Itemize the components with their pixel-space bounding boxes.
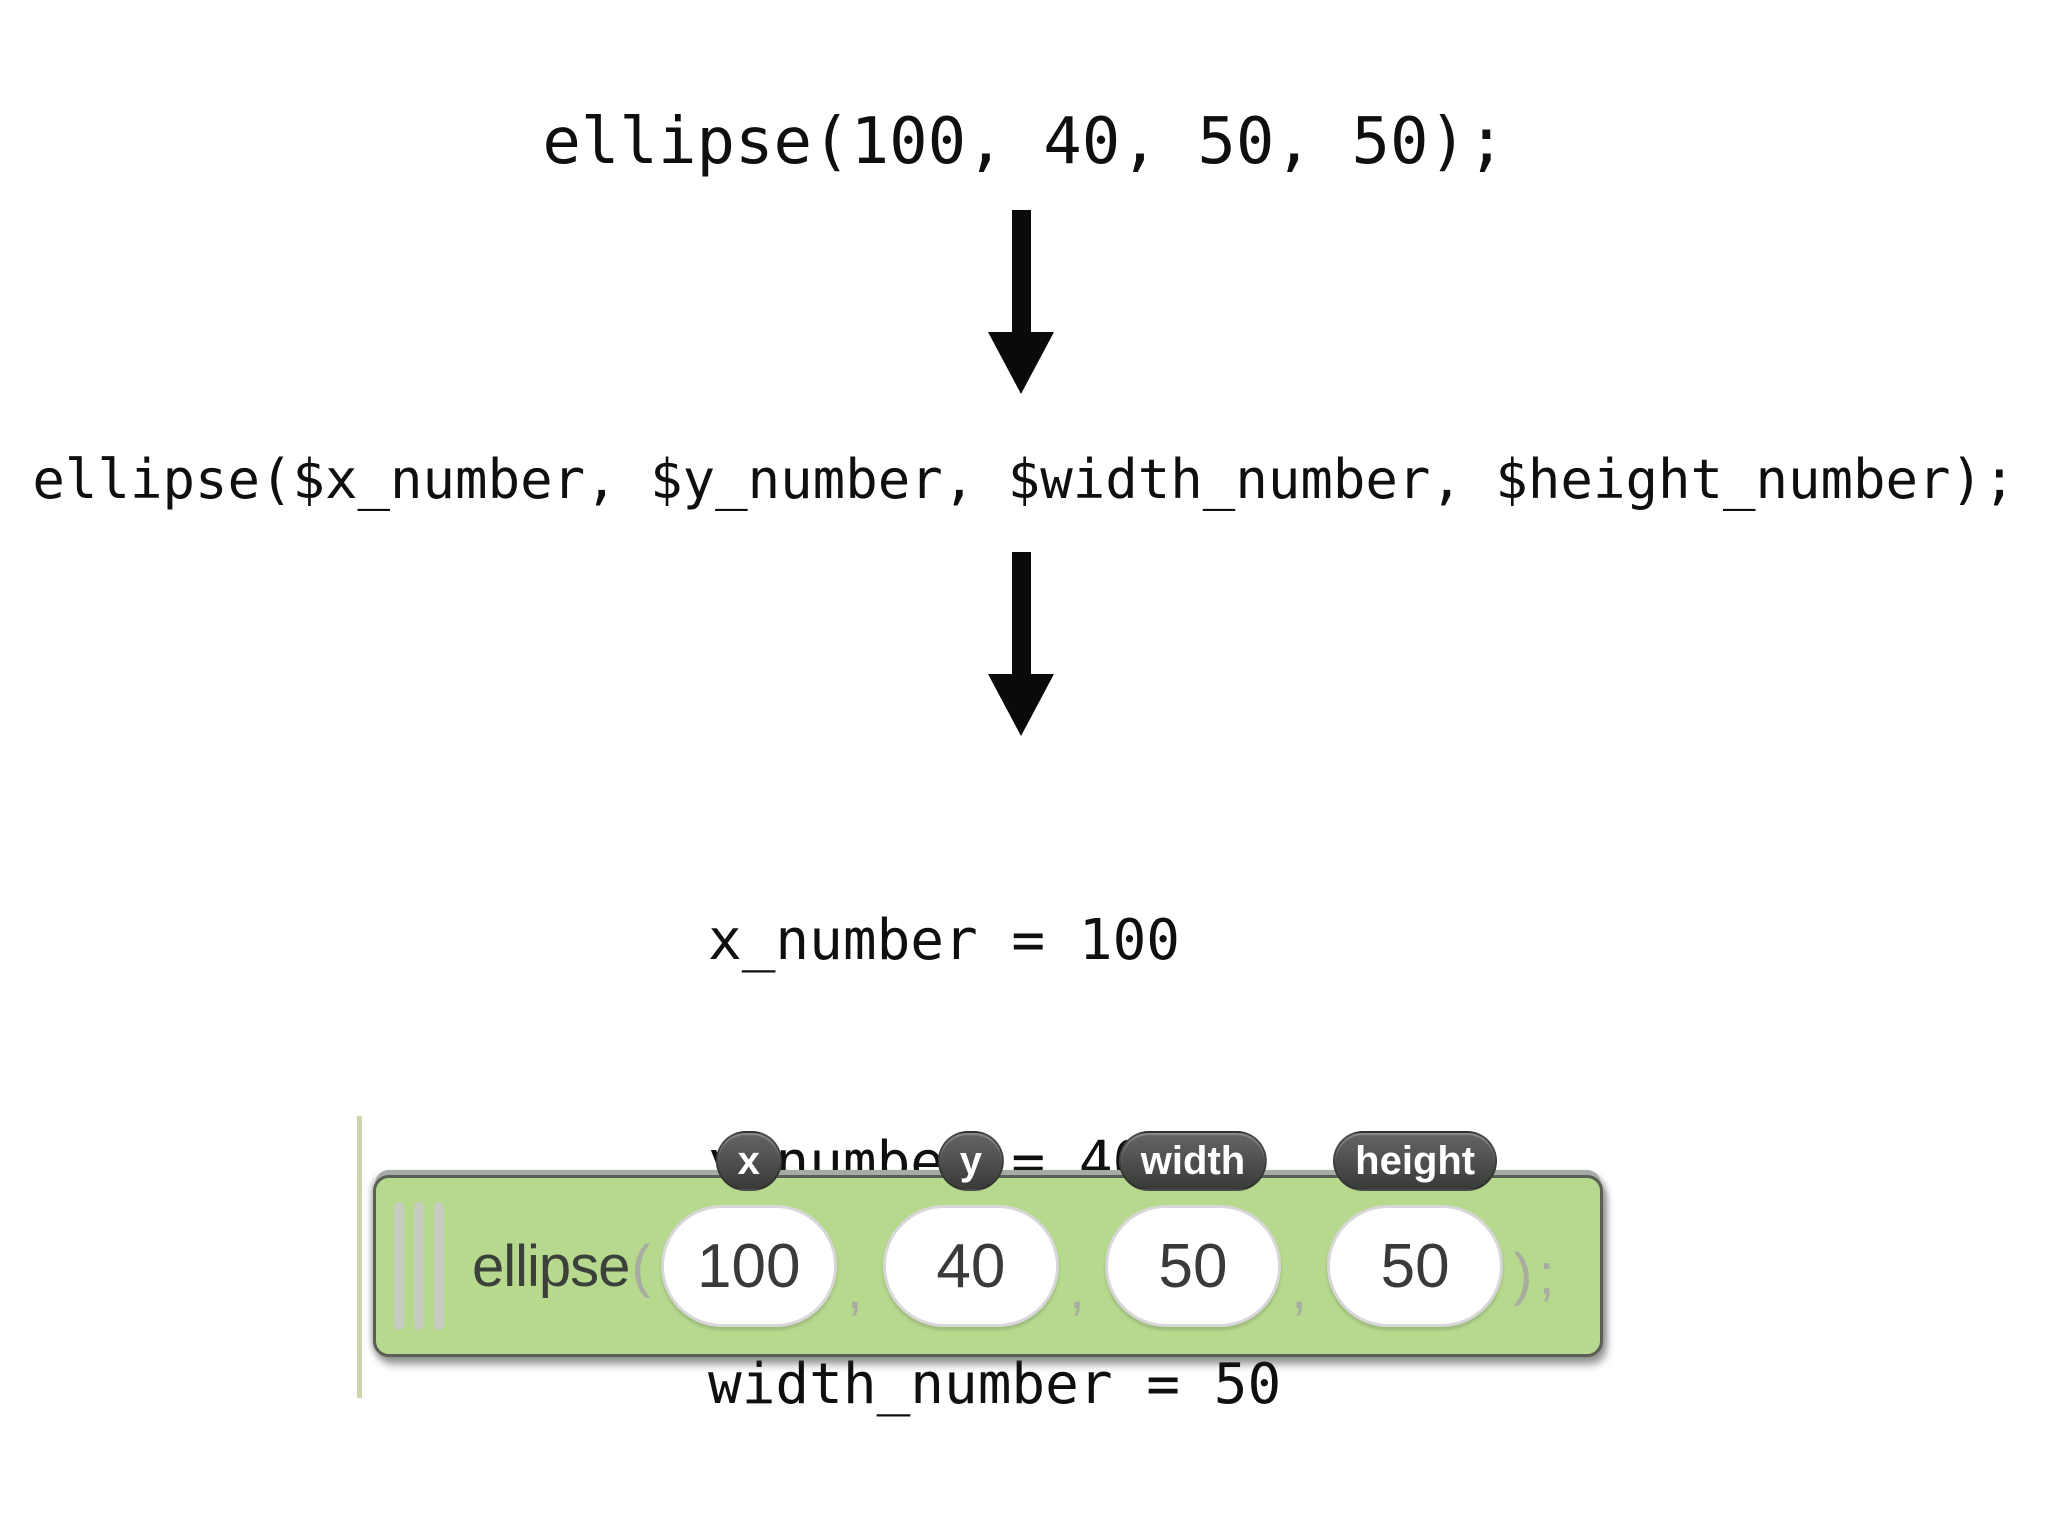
- param-width: width 50: [1105, 1131, 1282, 1327]
- block-comma: ,: [846, 1255, 863, 1321]
- assignment-width: width_number = 50: [708, 1352, 1282, 1417]
- block-comma: ,: [1068, 1255, 1086, 1321]
- down-arrow-icon: [988, 210, 1054, 394]
- block-close-punct: );: [1513, 1241, 1561, 1307]
- handle-bar: [394, 1202, 404, 1330]
- ellipse-code-block[interactable]: ellipse ( x 100 , y 40 , width 50 , heig…: [373, 1131, 1603, 1357]
- value-socket-height[interactable]: 50: [1327, 1205, 1504, 1327]
- block-open-paren: (: [631, 1233, 651, 1299]
- arrow-stem: [1011, 552, 1031, 674]
- value-socket-y[interactable]: 40: [882, 1205, 1059, 1327]
- block-comma: ,: [1291, 1255, 1308, 1321]
- assignment-x: x_number = 100: [708, 908, 1181, 973]
- param-label-badge-height: height: [1333, 1131, 1498, 1191]
- arrow-stem: [1011, 210, 1031, 332]
- param-y: y 40: [882, 1131, 1059, 1327]
- arrow-head: [988, 332, 1054, 394]
- arrow-head: [988, 674, 1054, 736]
- param-label-badge-width: width: [1118, 1131, 1268, 1191]
- editor-gutter-line: [357, 1116, 362, 1398]
- handle-bar: [414, 1202, 424, 1330]
- code-call-concrete: ellipse(100, 40, 50, 50);: [542, 105, 1506, 179]
- drag-handle-icon[interactable]: [394, 1202, 444, 1330]
- param-label-badge-y: y: [937, 1131, 1005, 1191]
- handle-bar: [434, 1202, 444, 1330]
- down-arrow-icon: [988, 552, 1054, 736]
- value-socket-x[interactable]: 100: [660, 1205, 837, 1327]
- param-height: height 50: [1327, 1131, 1504, 1327]
- block-function-name: ellipse: [472, 1233, 630, 1299]
- param-label-badge-x: x: [715, 1131, 782, 1191]
- code-call-pattern: ellipse($x_number, $y_number, $width_num…: [32, 448, 2016, 511]
- param-x: x 100: [660, 1131, 837, 1327]
- value-socket-width[interactable]: 50: [1105, 1205, 1282, 1327]
